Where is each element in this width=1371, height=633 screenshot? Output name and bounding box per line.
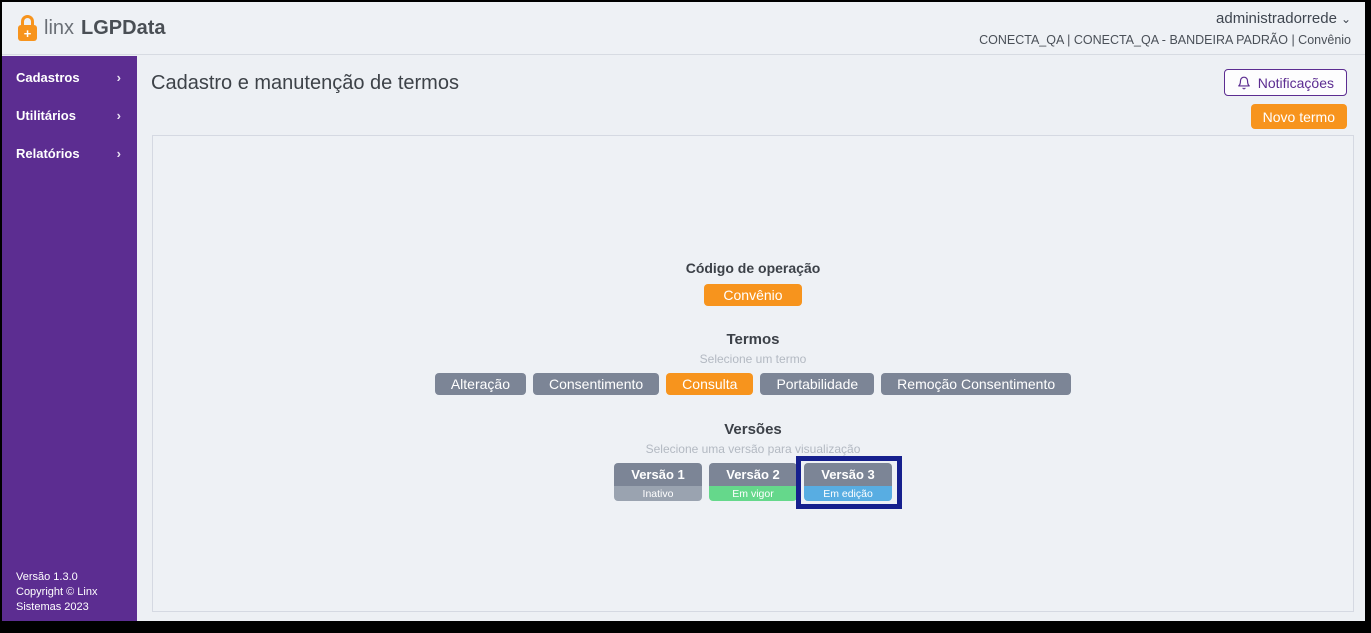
version-status-badge: Em edição <box>804 486 892 501</box>
operation-code-section: Código de operação Convênio <box>685 260 821 306</box>
term-button[interactable]: Portabilidade <box>760 373 875 395</box>
page-title: Cadastro e manutenção de termos <box>151 72 459 94</box>
versions-section: Versões Selecione uma versão para visual… <box>614 421 902 509</box>
version-status-badge: Em vigor <box>709 486 797 501</box>
content-panel: Código de operação Convênio Termos Selec… <box>152 135 1354 612</box>
main-area: Cadastro e manutenção de termos Notifica… <box>137 56 1365 621</box>
versions-title: Versões <box>724 421 782 438</box>
sidebar-item-label: Utilitários <box>16 107 76 123</box>
term-button[interactable]: Consulta <box>666 373 754 395</box>
sidebar-footer: Versão 1.3.0 Copyright © Linx Sistemas 2… <box>16 570 97 615</box>
app-logo: + linx LGPData <box>18 15 165 41</box>
copyright-line2: Sistemas 2023 <box>16 601 89 613</box>
chevron-right-icon: › <box>116 69 121 85</box>
user-menu[interactable]: administradorrede⌄ <box>979 10 1351 28</box>
top-header: + linx LGPData administradorrede⌄ CONECT… <box>2 2 1365 55</box>
new-term-button[interactable]: Novo termo <box>1250 104 1347 129</box>
bell-icon <box>1237 76 1251 90</box>
chevron-down-icon: ⌄ <box>1340 12 1351 26</box>
version-label: Versão 1 <box>614 463 702 486</box>
logo-brand: linx <box>44 16 75 39</box>
new-term-label: Novo termo <box>1262 108 1335 125</box>
term-button[interactable]: Remoção Consentimento <box>881 373 1072 395</box>
logo-product: LGPData <box>81 16 166 39</box>
app-version: Versão 1.3.0 <box>16 571 78 583</box>
sidebar: Cadastros › Utilitários › Relatórios › Versão… <box>2 56 137 621</box>
sidebar-item-label: Cadastros <box>16 69 80 85</box>
version-label: Versão 3 <box>804 463 892 486</box>
version-label: Versão 2 <box>709 463 797 486</box>
version-status-badge: Inativo <box>614 486 702 501</box>
app-window: + linx LGPData administradorrede⌄ CONECT… <box>2 2 1365 621</box>
terms-title: Termos <box>726 331 780 348</box>
terms-section: Termos Selecione um termo Alteração Conse… <box>434 331 1072 395</box>
sidebar-nav: Cadastros › Utilitários › Relatórios › <box>2 56 137 172</box>
notifications-button[interactable]: Notificações <box>1223 69 1347 96</box>
context-breadcrumb: CONECTA_QA | CONECTA_QA - BANDEIRA PADRÃ… <box>979 33 1351 47</box>
operation-code-selected-button[interactable]: Convênio <box>704 284 802 306</box>
lock-icon: + <box>18 15 37 41</box>
copyright-line1: Copyright © Linx <box>16 586 98 598</box>
chevron-right-icon: › <box>116 107 121 123</box>
operation-code-title: Código de operação <box>685 260 821 276</box>
term-button[interactable]: Consentimento <box>533 373 660 395</box>
terms-subtitle: Selecione um termo <box>699 352 807 366</box>
user-name: administradorrede <box>1216 10 1337 27</box>
notifications-label: Notificações <box>1257 74 1334 91</box>
sidebar-item-relatórios[interactable]: Relatórios › <box>2 134 137 172</box>
chevron-right-icon: › <box>116 145 121 161</box>
term-button[interactable]: Alteração <box>434 373 526 395</box>
sidebar-item-cadastros[interactable]: Cadastros › <box>2 58 137 96</box>
terms-button-row: Alteração Consentimento Consulta Portabilid… <box>434 373 1072 395</box>
sidebar-item-label: Relatórios <box>16 145 80 161</box>
versions-subtitle: Selecione uma versão para visualização <box>645 442 861 456</box>
sidebar-item-utilitários[interactable]: Utilitários › <box>2 96 137 134</box>
